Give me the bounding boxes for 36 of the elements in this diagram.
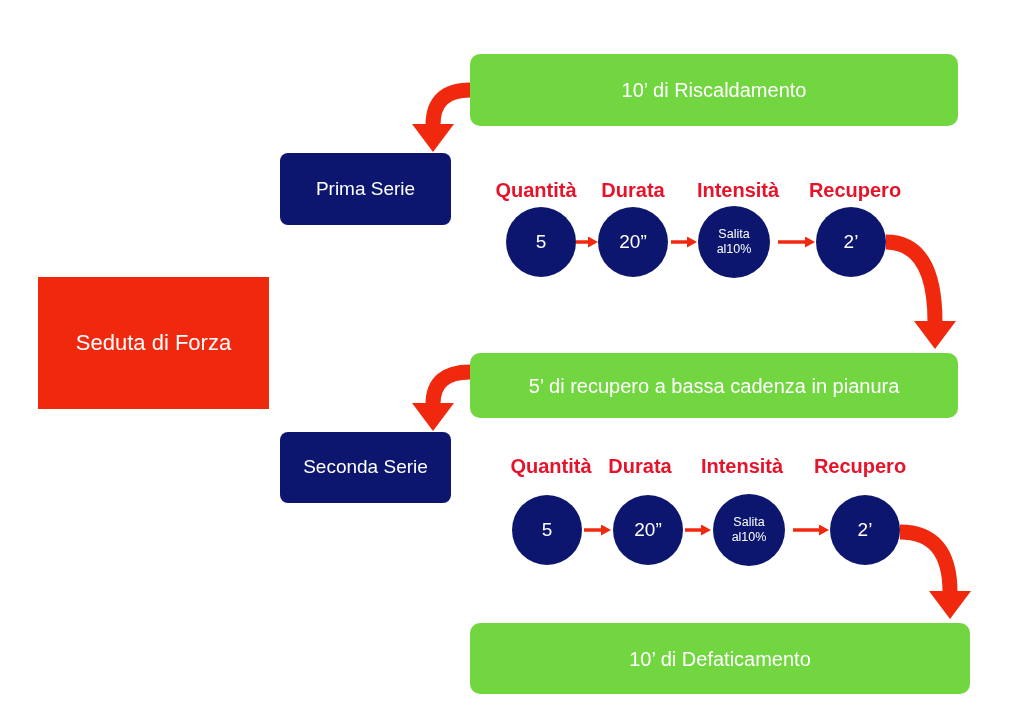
- column-heading: Durata: [608, 454, 672, 478]
- column-heading: Intensità: [700, 454, 784, 478]
- parameter-value: 2’: [843, 230, 859, 254]
- series-label: Prima Serie: [315, 177, 416, 201]
- phase-box: [470, 54, 958, 126]
- column-heading: Recupero: [813, 454, 907, 478]
- arrow: [685, 524, 711, 536]
- parameter-value: 5: [535, 230, 547, 254]
- session-box: [38, 277, 269, 409]
- curved-arrow: [412, 82, 471, 152]
- column-heading: Recupero: [808, 178, 902, 202]
- column-heading: Quantità: [510, 454, 592, 478]
- arrow: [793, 524, 829, 536]
- column-heading: Quantità: [495, 178, 577, 202]
- column-heading: Intensità: [696, 178, 780, 202]
- column-heading: Durata: [601, 178, 665, 202]
- series-box: [280, 153, 451, 225]
- parameter-value: Salita al10%: [715, 227, 753, 257]
- arrow: [584, 524, 611, 536]
- series-box: [280, 432, 451, 503]
- phase-label: 10’ di Riscaldamento: [621, 78, 807, 102]
- curved-arrow: [412, 364, 471, 431]
- arrow: [576, 236, 598, 248]
- arrow: [778, 236, 815, 248]
- arrow: [671, 236, 697, 248]
- parameter-value: 20”: [634, 518, 662, 542]
- phase-label: 5’ di recupero a bassa cadenza in pianura: [528, 373, 900, 398]
- phase-box: [470, 353, 958, 418]
- phase-label: 10’ di Defaticamento: [629, 646, 811, 671]
- parameter-value: Salita al10%: [730, 515, 768, 545]
- parameter-value: 2’: [857, 518, 873, 542]
- series-label: Seconda Serie: [303, 456, 428, 479]
- session-label: Seduta di Forza: [75, 329, 232, 357]
- parameter-value: 20”: [619, 230, 647, 254]
- parameter-value: 5: [541, 518, 553, 542]
- phase-box: [470, 623, 970, 694]
